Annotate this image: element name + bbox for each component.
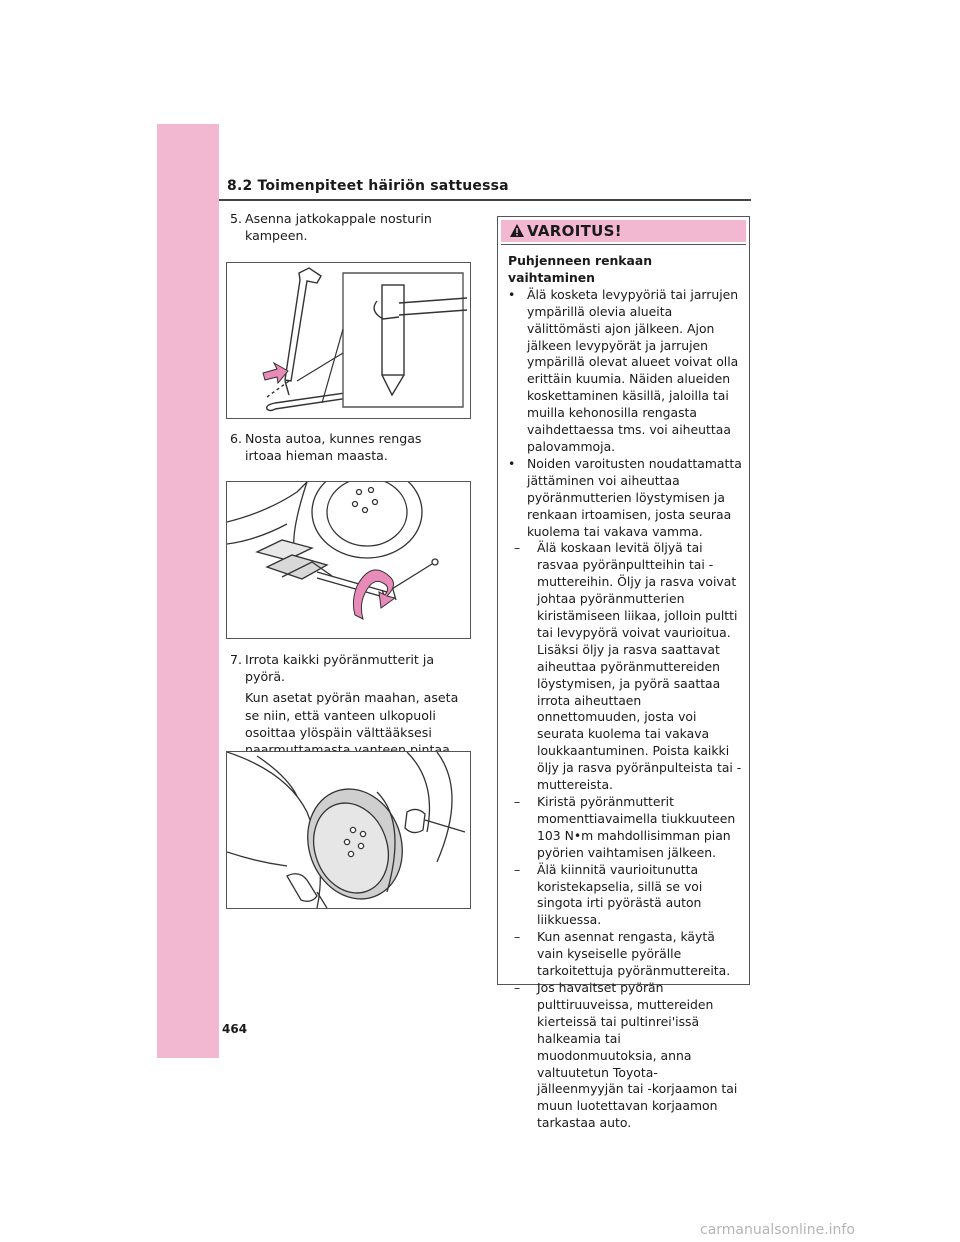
header-divider: [219, 199, 751, 201]
watermark: carmanualsonline.info: [700, 1222, 855, 1238]
step-note: Kun asetat pyörän maahan, aseta se niin,…: [245, 690, 459, 758]
figure-jack-handle-extension: [226, 262, 471, 419]
bullet-text: Älä kosketa levypyöriä tai jarrujen ympä…: [527, 286, 739, 454]
dash-mark: –: [514, 861, 521, 877]
section-title: 8.2 Toimenpiteet häiriön sattuessa: [227, 178, 509, 194]
warning-divider: [501, 244, 746, 245]
figure-removing-wheel: [226, 751, 471, 909]
step-6: 6. Nosta autoa, kunnes rengas irtoaa hie…: [230, 430, 460, 464]
subitem-text: Älä kiinnitä vaurioitunutta koristekapse…: [537, 861, 703, 928]
warning-label: VAROITUS!: [527, 222, 622, 240]
step-7: 7. Irrota kaikki pyöränmutterit ja pyörä…: [230, 651, 466, 758]
bullet-text: Noiden varoitusten noudattamatta jättämi…: [527, 455, 742, 539]
warning-bullet: • Noiden varoitusten noudattamatta jättä…: [508, 456, 743, 541]
warning-subitem: – Kiristä pyöränmutterit momenttiavaimel…: [514, 794, 743, 862]
dash-mark: –: [514, 979, 521, 995]
subitem-text: Jos havaitset pyörän pulttiruuveissa, mu…: [537, 979, 738, 1131]
figure-raising-car-jack: [226, 481, 471, 639]
warning-heading: Puhjenneen renkaan vaihtaminen: [508, 253, 653, 285]
step-number: 6.: [230, 431, 243, 446]
bullet-mark: •: [508, 286, 516, 302]
dash-mark: –: [514, 540, 521, 556]
dash-mark: –: [514, 929, 521, 945]
warning-triangle-icon: [510, 224, 524, 237]
step-number: 5.: [230, 211, 243, 226]
dash-mark: –: [514, 794, 521, 809]
step-text: Irrota kaikki pyöränmutterit ja pyörä.: [245, 652, 435, 685]
section-sidebar-tab: [157, 124, 219, 1058]
warning-box: VAROITUS! Puhjenneen renkaan vaihtaminen…: [497, 216, 750, 1130]
step-text: Asenna jatkokappale nosturin kampeen.: [245, 211, 432, 244]
warning-header: VAROITUS!: [501, 220, 746, 242]
step-5: 5. Asenna jatkokappale nosturin kampeen.: [230, 210, 460, 244]
subitem-text: Kun asennat rengasta, käytä vain kyseise…: [537, 929, 731, 979]
bullet-mark: •: [508, 455, 516, 471]
warning-content: Puhjenneen renkaan vaihtaminen • Älä kos…: [498, 245, 749, 1132]
warning-subitem: – Älä koskaan levitä öljyä tai rasvaa py…: [514, 540, 743, 794]
step-number: 7.: [230, 652, 243, 667]
subitem-text: Kiristä pyöränmutterit momenttiavaimella…: [537, 794, 736, 860]
step-text: Nosta autoa, kunnes rengas irtoaa hieman…: [245, 431, 422, 464]
subitem-text: Älä koskaan levitä öljyä tai rasvaa pyör…: [537, 540, 742, 793]
warning-bullet: • Älä kosketa levypyöriä tai jarrujen ym…: [508, 287, 743, 456]
warning-subitem: – Kun asennat rengasta, käytä vain kysei…: [514, 929, 743, 980]
warning-subitem: – Älä kiinnitä vaurioitunutta koristekap…: [514, 862, 743, 930]
warning-subitem: – Jos havaitset pyörän pulttiruuveissa, …: [514, 980, 743, 1132]
page-number: 464: [222, 1022, 248, 1036]
